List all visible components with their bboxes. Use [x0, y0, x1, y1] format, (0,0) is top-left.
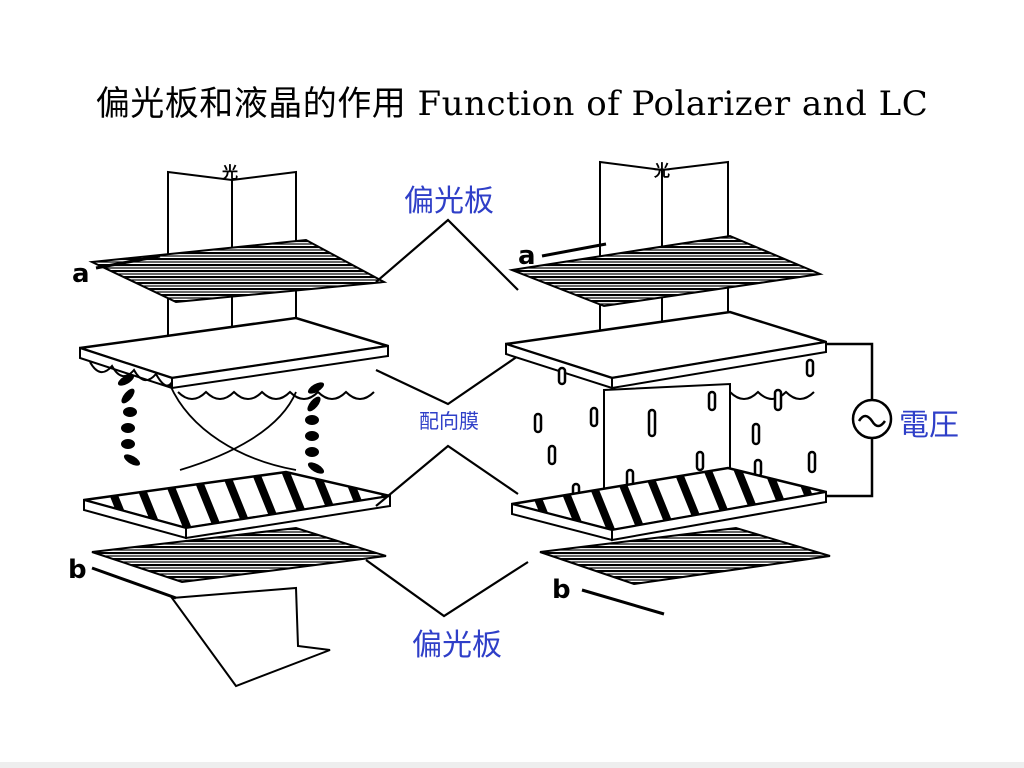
slide-title: 偏光板和液晶的作用 Function of Polarizer and LC — [95, 84, 929, 124]
voltage-label: 電圧 — [899, 408, 959, 443]
left-lc-molecules — [117, 374, 325, 474]
left-twisted-light — [169, 384, 297, 471]
alignment-film-label: 配向膜 — [419, 409, 479, 433]
right-light-label: 光 — [653, 161, 670, 180]
right-top-polarizer — [508, 234, 824, 308]
left-light-label: 光 — [221, 163, 238, 182]
left-assembly: 光 a — [68, 163, 391, 688]
slide-footer-divider — [0, 762, 1024, 768]
ac-source-icon — [851, 398, 893, 440]
left-a-label: a — [72, 259, 90, 289]
left-bottom-polarizer — [91, 526, 387, 584]
right-bottom-polarizer — [539, 526, 831, 586]
bottom-polarizer-label: 偏光板 — [412, 628, 502, 663]
top-polarizer-label: 偏光板 — [404, 184, 494, 219]
right-a-label: a — [518, 241, 536, 271]
right-assembly: 光 a — [505, 160, 893, 616]
left-output-plane — [170, 586, 331, 688]
connector-lines — [365, 218, 529, 618]
left-top-polarizer — [88, 238, 388, 304]
left-b-label: b — [68, 555, 87, 585]
voltage-wire — [826, 342, 874, 400]
right-b-label: b — [552, 575, 571, 605]
